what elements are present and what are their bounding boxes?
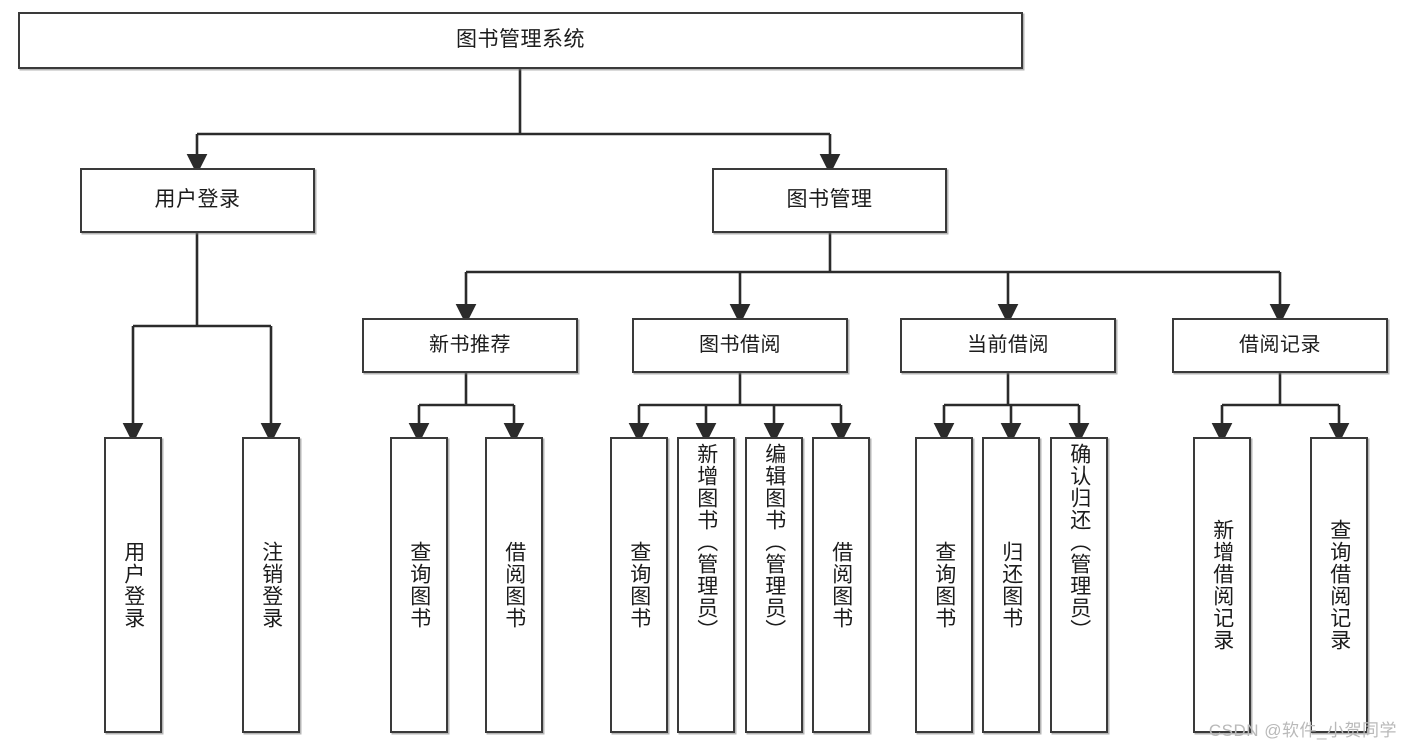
node-label: 确认归还（管理员） bbox=[1067, 443, 1091, 641]
leaf-inner: 查询图书 bbox=[917, 439, 971, 731]
leaf-add-book-admin[interactable]: 新增图书（管理员） bbox=[677, 437, 735, 733]
leaf-query-book-borrow[interactable]: 查询图书 bbox=[610, 437, 668, 733]
connector-bookborrow-to-leaves bbox=[628, 373, 852, 444]
leaf-return-book[interactable]: 归还图书 bbox=[982, 437, 1040, 733]
leaf-inner: 新增图书（管理员） bbox=[679, 439, 733, 735]
leaf-inner: 借阅图书 bbox=[814, 439, 868, 731]
node-label: 借阅图书 bbox=[829, 541, 853, 629]
leaf-inner: 查询借阅记录 bbox=[1312, 439, 1366, 731]
watermark-csdn: CSDN @软件_小贺同学 bbox=[1208, 721, 1397, 740]
leaf-inner: 确认归还（管理员） bbox=[1052, 439, 1106, 735]
node-new-book-recommend[interactable]: 新书推荐 bbox=[362, 318, 578, 373]
node-label: 归还图书 bbox=[999, 541, 1023, 629]
node-label: 查询图书 bbox=[932, 541, 956, 629]
leaf-confirm-return-admin[interactable]: 确认归还（管理员） bbox=[1050, 437, 1108, 733]
leaf-add-borrow-record[interactable]: 新增借阅记录 bbox=[1193, 437, 1251, 733]
leaf-logout-login[interactable]: 注销登录 bbox=[242, 437, 300, 733]
connector-newbook-to-leaves bbox=[408, 373, 525, 444]
leaf-inner: 查询图书 bbox=[392, 439, 446, 731]
node-label: 借阅记录 bbox=[1239, 333, 1321, 356]
node-label: 图书借阅 bbox=[699, 333, 781, 356]
node-label: 用户登录 bbox=[154, 188, 241, 212]
connector-bookmgmt-to-level3 bbox=[455, 233, 1291, 325]
leaf-borrow-book-newbook[interactable]: 借阅图书 bbox=[485, 437, 543, 733]
leaf-query-book-newbook[interactable]: 查询图书 bbox=[390, 437, 448, 733]
leaf-inner: 用户登录 bbox=[106, 439, 160, 731]
leaf-query-book-current[interactable]: 查询图书 bbox=[915, 437, 973, 733]
leaf-inner: 查询图书 bbox=[612, 439, 666, 731]
node-book-borrow[interactable]: 图书借阅 bbox=[632, 318, 848, 373]
leaf-query-borrow-record[interactable]: 查询借阅记录 bbox=[1310, 437, 1368, 733]
node-label: 借阅图书 bbox=[502, 541, 526, 629]
node-label: 图书管理 bbox=[786, 188, 873, 212]
node-label: 当前借阅 bbox=[967, 333, 1049, 356]
leaf-inner: 借阅图书 bbox=[487, 439, 541, 731]
node-label: 查询图书 bbox=[407, 541, 431, 629]
leaf-borrow-book[interactable]: 借阅图书 bbox=[812, 437, 870, 733]
connector-userlogin-to-leaves bbox=[122, 233, 282, 444]
node-root-book-management-system[interactable]: 图书管理系统 bbox=[18, 12, 1023, 69]
leaf-edit-book-admin[interactable]: 编辑图书（管理员） bbox=[745, 437, 803, 733]
node-label: 编辑图书（管理员） bbox=[762, 443, 786, 641]
node-label: 新增图书（管理员） bbox=[694, 443, 718, 641]
leaf-inner: 归还图书 bbox=[984, 439, 1038, 731]
connector-borrowrecord-to-leaves bbox=[1211, 373, 1350, 444]
node-current-borrow[interactable]: 当前借阅 bbox=[900, 318, 1116, 373]
node-label: 图书管理系统 bbox=[456, 28, 585, 52]
leaf-inner: 注销登录 bbox=[244, 439, 298, 731]
leaf-inner: 新增借阅记录 bbox=[1195, 439, 1249, 731]
leaf-inner: 编辑图书（管理员） bbox=[747, 439, 801, 735]
connector-currentborrow-to-leaves bbox=[933, 373, 1090, 444]
node-label: 用户登录 bbox=[121, 541, 145, 629]
node-label: 新增借阅记录 bbox=[1210, 519, 1234, 651]
node-book-management[interactable]: 图书管理 bbox=[712, 168, 947, 233]
node-label: 注销登录 bbox=[259, 541, 283, 629]
connector-root-to-level2 bbox=[186, 69, 841, 175]
node-user-login[interactable]: 用户登录 bbox=[80, 168, 315, 233]
node-borrow-record[interactable]: 借阅记录 bbox=[1172, 318, 1388, 373]
node-label: 查询图书 bbox=[627, 541, 651, 629]
node-label: 新书推荐 bbox=[429, 333, 511, 356]
leaf-user-login[interactable]: 用户登录 bbox=[104, 437, 162, 733]
node-label: 查询借阅记录 bbox=[1327, 519, 1351, 651]
